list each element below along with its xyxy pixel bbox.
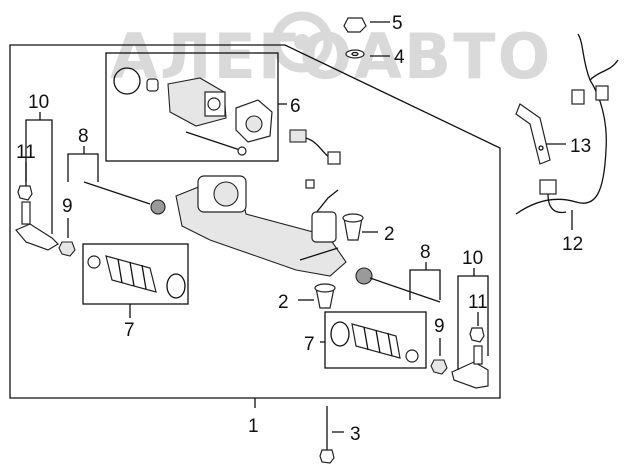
inner-tie-rod-left	[83, 181, 166, 215]
boot-clamp-right-large	[330, 321, 350, 347]
boot-clamp-left-small	[87, 255, 101, 269]
callout-5: 5	[392, 13, 403, 34]
wiring-harness	[515, 33, 619, 215]
watermark-gear-icon	[271, 11, 333, 73]
dust-boot-left	[105, 255, 157, 293]
callout-3: 3	[350, 424, 361, 445]
assembly-frame	[9, 44, 501, 399]
callout-2-upper: 2	[384, 224, 395, 245]
steering-rack-housing	[175, 175, 347, 277]
mount-bushing-lower	[314, 283, 336, 309]
leader-lines	[25, 21, 573, 433]
sensor-connector	[289, 129, 341, 165]
outer-tie-rod-end-left	[15, 185, 59, 251]
callout-11-right: 11	[468, 292, 488, 313]
bushing	[146, 78, 159, 92]
callout-7-right: 7	[304, 334, 315, 355]
inner-tie-rod-right	[355, 267, 441, 303]
box-7-left-frame	[82, 243, 189, 305]
electric-motor	[167, 77, 227, 127]
o-ring-seal	[113, 67, 141, 95]
box-6-frame	[105, 52, 279, 162]
callout-2-lower: 2	[278, 292, 289, 313]
callout-1: 1	[248, 416, 259, 437]
harness-bracket	[515, 103, 551, 165]
callout-4: 4	[394, 47, 405, 68]
boot-clamp-right-small	[405, 349, 419, 363]
callout-9-right: 9	[434, 316, 445, 337]
module-bolt	[185, 131, 247, 156]
callout-8-right: 8	[420, 242, 431, 263]
bolt-part-3	[319, 406, 335, 464]
callout-9-left: 9	[62, 196, 73, 217]
callout-11-left: 11	[16, 142, 36, 163]
callout-12: 12	[562, 234, 583, 255]
mount-bushing-upper	[342, 213, 364, 241]
tie-rod-jam-nut-left	[58, 241, 76, 257]
nut-part-5	[343, 17, 367, 33]
control-module	[235, 99, 273, 143]
callout-10-left: 10	[28, 92, 49, 113]
callout-8-left: 8	[78, 126, 89, 147]
tie-rod-jam-nut-right	[430, 359, 448, 375]
boot-clamp-left-large	[166, 273, 186, 299]
callout-10-right: 10	[462, 248, 483, 269]
callout-6: 6	[290, 96, 301, 117]
washer-part-4	[345, 49, 365, 59]
callout-13: 13	[570, 136, 591, 157]
outer-tie-rod-end-right	[451, 327, 489, 389]
box-7-right-frame	[324, 311, 427, 369]
dust-boot-right	[351, 323, 401, 359]
small-clip	[305, 179, 315, 189]
callout-7-left: 7	[124, 320, 135, 341]
